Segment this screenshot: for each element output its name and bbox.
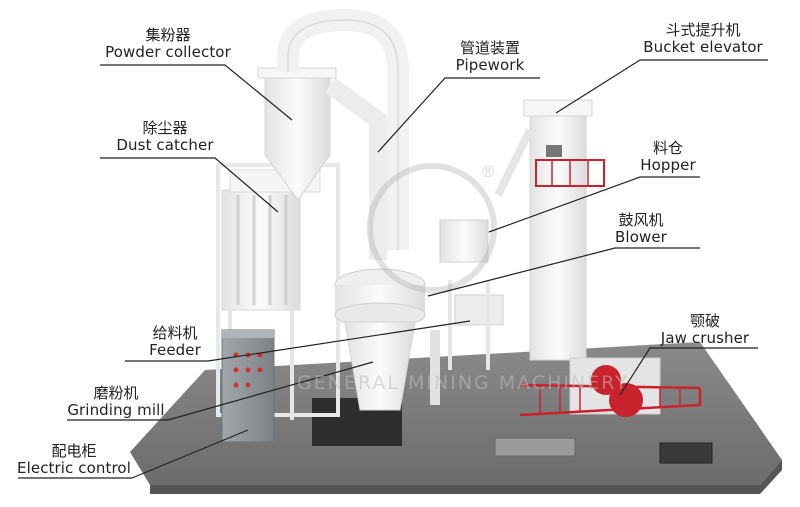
watermark-registered-mark: ® bbox=[480, 162, 498, 181]
plaque-small bbox=[659, 442, 713, 464]
label-electric-control: 配电柜 Electric control bbox=[12, 443, 136, 477]
label-bucket-elevator-cn: 斗式提升机 bbox=[665, 21, 741, 39]
label-feeder-cn: 给料机 bbox=[152, 324, 198, 342]
label-feeder: 给料机 Feeder bbox=[140, 325, 210, 359]
label-electric-control-en: Electric control bbox=[17, 459, 131, 477]
label-jaw-crusher: 颚破 Jaw crusher bbox=[650, 313, 760, 347]
label-dust-catcher-cn: 除尘器 bbox=[142, 119, 188, 137]
label-blower-cn: 鼓风机 bbox=[618, 211, 664, 229]
label-pipework-cn: 管道装置 bbox=[459, 39, 520, 57]
label-pipework-en: Pipework bbox=[455, 56, 525, 74]
label-grinding-mill: 磨粉机 Grinding mill bbox=[60, 385, 172, 419]
label-hopper: 料仓 Hopper bbox=[636, 140, 700, 174]
powder-collector bbox=[257, 67, 337, 201]
grinding-mill bbox=[334, 268, 440, 411]
label-pipework: 管道装置 Pipework bbox=[440, 40, 540, 74]
label-powder-collector-en: Powder collector bbox=[105, 43, 231, 61]
label-feeder-en: Feeder bbox=[149, 341, 201, 359]
electric-control-cabinet bbox=[221, 329, 275, 443]
label-powder-collector: 集粉器 Powder collector bbox=[98, 27, 238, 61]
bucket-elevator bbox=[494, 99, 593, 361]
label-powder-collector-cn: 集粉器 bbox=[145, 26, 191, 44]
label-hopper-en: Hopper bbox=[640, 156, 696, 174]
hopper-railing bbox=[535, 145, 605, 187]
label-bucket-elevator: 斗式提升机 Bucket elevator bbox=[636, 22, 770, 56]
label-jaw-crusher-en: Jaw crusher bbox=[660, 329, 750, 347]
watermark-text: GENERAL MINING MACHINERY bbox=[297, 372, 629, 394]
label-dust-catcher: 除尘器 Dust catcher bbox=[110, 120, 220, 154]
label-grinding-mill-cn: 磨粉机 bbox=[93, 384, 139, 402]
label-blower-en: Blower bbox=[615, 228, 667, 246]
label-jaw-crusher-cn: 颚破 bbox=[689, 312, 720, 330]
watermark-logo bbox=[367, 163, 497, 293]
label-dust-catcher-en: Dust catcher bbox=[116, 136, 214, 154]
label-grinding-mill-en: Grinding mill bbox=[67, 401, 165, 419]
blower bbox=[439, 219, 504, 370]
name-plaque bbox=[494, 437, 576, 457]
label-electric-control-cn: 配电柜 bbox=[51, 442, 97, 460]
pipework bbox=[277, 8, 409, 260]
leader-lines bbox=[18, 59, 768, 479]
label-blower: 鼓风机 Blower bbox=[608, 212, 674, 246]
label-hopper-cn: 料仓 bbox=[652, 139, 683, 157]
jaw-crusher bbox=[519, 357, 702, 417]
label-bucket-elevator-en: Bucket elevator bbox=[643, 38, 763, 56]
